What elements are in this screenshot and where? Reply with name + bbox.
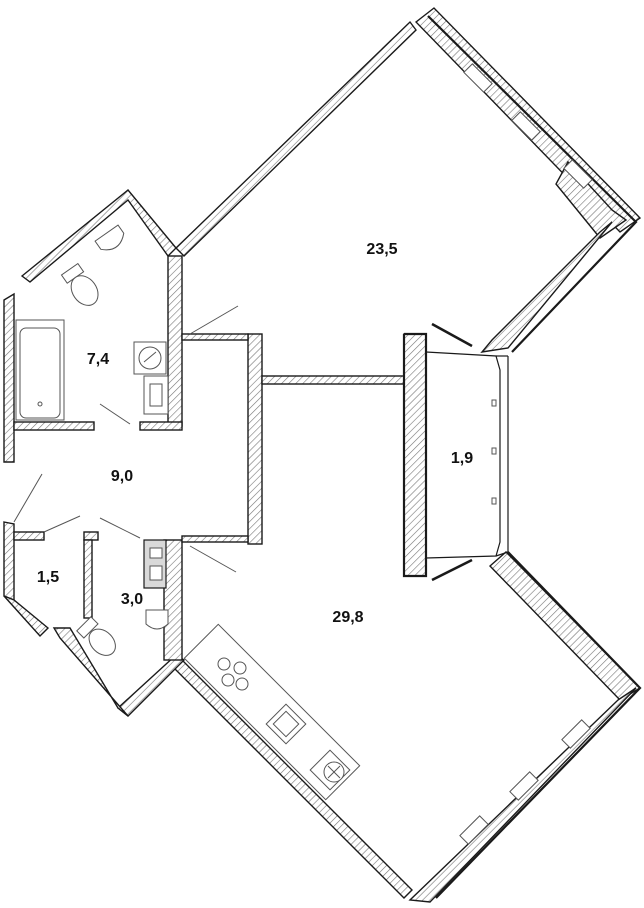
- room-area-living-room: 23,5: [366, 241, 397, 258]
- room-area-balcony: 1,9: [451, 450, 473, 467]
- room-area-hallway: 9,0: [111, 468, 133, 485]
- room-area-kitchen-living: 29,8: [332, 609, 363, 626]
- windows: [459, 63, 593, 845]
- room-area-storage: 1,5: [37, 569, 59, 586]
- fixtures: [15, 224, 361, 801]
- room-area-toilet: 3,0: [121, 591, 143, 608]
- room-labels: 23,5 7,4 9,0 1,9 1,5 3,0 29,8: [37, 241, 473, 626]
- interior-walls: [13, 255, 509, 661]
- doors: [13, 305, 473, 582]
- room-area-bathroom: 7,4: [87, 351, 109, 368]
